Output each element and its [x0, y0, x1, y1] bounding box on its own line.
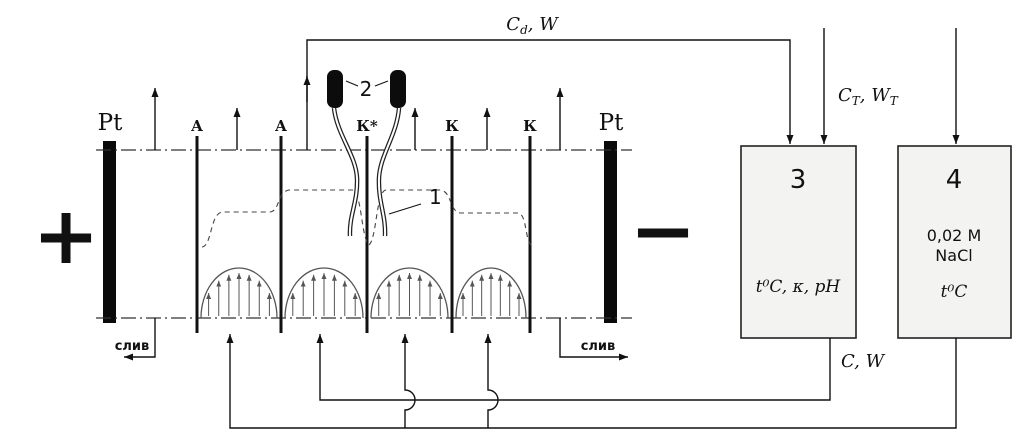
probe-capillary-right	[376, 107, 402, 237]
diluate-flow-label: Cd, W	[506, 14, 559, 37]
capillary-label-leader	[388, 203, 422, 215]
conductivity-probe-right	[390, 70, 406, 108]
probe-capillary-right-bore	[377, 107, 400, 237]
probe-capillary-left	[331, 107, 360, 237]
feed-riser-crossover-2	[484, 334, 499, 428]
membrane-label-5: К	[523, 117, 537, 135]
feed-bus-unit4	[226, 334, 957, 429]
titrant-flow-label: CT, WT	[838, 85, 899, 108]
probe-capillary-left-bore	[333, 107, 359, 237]
probe-label-leader-right	[374, 80, 389, 87]
probes-callout-label: 2	[360, 77, 373, 101]
drain-right-label: слив	[581, 339, 616, 354]
unit-3-box	[740, 145, 857, 339]
capillary-callout-label: 1	[429, 185, 442, 209]
flow-distribution-arcs	[200, 267, 527, 319]
cathode-electrode	[604, 141, 617, 323]
membrane-label-2: А	[275, 117, 288, 135]
unit-3-number: 3	[790, 165, 807, 195]
probe-label-leader-left	[345, 80, 359, 87]
recycle-flow-label: C, W	[841, 351, 886, 372]
recycle-line-unit3	[316, 334, 831, 401]
drain-left-line	[124, 318, 156, 361]
membrane-label-1: А	[191, 117, 204, 135]
unit-4-solution-line2: NaCl	[935, 246, 972, 265]
drain-left-label: слив	[115, 339, 150, 354]
anode-pt-label: Pt	[98, 110, 123, 136]
unit-4-number: 4	[946, 165, 963, 195]
unit-3-parameters: t⁰C, κ, pH	[756, 277, 842, 297]
unit-4-solution-line1: 0,02 M	[927, 226, 982, 245]
drain-right-line	[559, 318, 628, 361]
flow-profile-arc	[284, 267, 364, 319]
membrane-label-4: К	[445, 117, 459, 135]
cathode-pt-label: Pt	[599, 110, 624, 136]
flow-profile-arc	[455, 267, 527, 319]
feed-riser-crossover-1	[401, 334, 416, 428]
unit-4-temperature: t⁰C	[941, 282, 968, 302]
diluate-line	[306, 39, 794, 150]
conductivity-probe-left	[327, 70, 343, 108]
membrane-label-3: К*	[356, 117, 378, 135]
anode-electrode	[103, 141, 116, 323]
anode-plus-sign: +	[32, 188, 99, 282]
cathode-minus-sign: −	[629, 183, 696, 277]
unit-4-box	[897, 145, 1012, 339]
concentration-profile-curve	[201, 189, 535, 248]
flow-profile-arc	[370, 267, 449, 319]
flow-profile-arc	[200, 267, 278, 319]
